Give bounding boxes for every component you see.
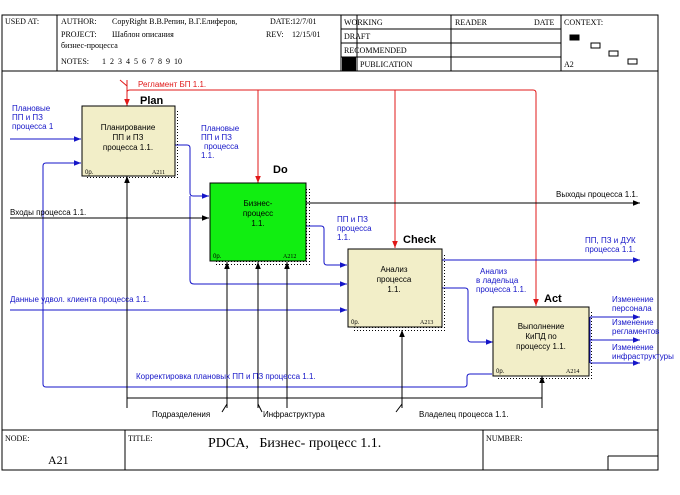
plan-in-label-1: Плановые bbox=[12, 104, 51, 113]
box-plan-label-1: Планирование bbox=[101, 123, 156, 132]
box-plan-cost: 0р. bbox=[85, 170, 94, 176]
box-act-cost: 0р. bbox=[496, 369, 505, 375]
box-act-node: A214 bbox=[566, 369, 579, 375]
box-do-label-1: Бизнес- bbox=[244, 199, 273, 208]
reader-date-label: DATE bbox=[534, 18, 555, 27]
plan-out-label-2: ПП и ПЗ bbox=[201, 133, 232, 142]
publication-marker bbox=[342, 57, 356, 71]
reglament-arrow bbox=[119, 79, 539, 306]
box-check-cost: 0р. bbox=[351, 320, 360, 326]
plan-in-label-2: ПП и ПЗ bbox=[12, 113, 43, 122]
box-check-title: Check bbox=[403, 234, 437, 246]
box-act[interactable]: Act Выполнение КиПД по процессу 1.1. 0р.… bbox=[492, 293, 594, 381]
box-act-label-3: процессу 1.1. bbox=[516, 342, 566, 351]
check-act-label-2: в ладельца bbox=[476, 276, 519, 285]
box-plan-body bbox=[81, 105, 176, 177]
status-recommended: RECOMMENDED bbox=[344, 46, 407, 55]
box-check-node: A213 bbox=[420, 320, 433, 326]
reglament-label: Регламент БП 1.1. bbox=[138, 80, 206, 89]
box-plan-label-3: процесса 1.1. bbox=[103, 143, 153, 152]
client-data-label: Данные удвол. клиента процесса 1.1. bbox=[10, 295, 149, 304]
box-act-body bbox=[492, 306, 590, 377]
box-do-body bbox=[209, 182, 307, 262]
act-out2-label-1: Изменение bbox=[612, 318, 654, 327]
act-out1-label-2: персонала bbox=[612, 304, 652, 313]
context-label: CONTEXT: bbox=[564, 18, 603, 27]
box-check-label-3: 1.1. bbox=[387, 285, 400, 294]
footer-title-label: TITLE: bbox=[128, 434, 152, 443]
box-check[interactable]: Check Анализ процесса 1.1. 0р. A213 bbox=[347, 234, 446, 331]
plan-out-label-3: процесса bbox=[204, 142, 239, 151]
do-out-label-1: ПП и ПЗ bbox=[337, 215, 368, 224]
plan-out-label-4: 1.1. bbox=[201, 151, 214, 160]
box-do-cost: 0р. bbox=[213, 254, 222, 260]
footer-frame bbox=[1, 429, 659, 471]
status-draft: DRAFT bbox=[344, 32, 370, 41]
act-out3-label-2: инфраструктуры bbox=[612, 352, 674, 361]
date-value: 12/7/01 bbox=[292, 17, 316, 26]
context-node: A2 bbox=[564, 60, 574, 69]
blue-arrows bbox=[10, 136, 640, 388]
footer-title-value: PDCA, Бизнес- процесс 1.1. bbox=[208, 436, 381, 451]
box-act-label-2: КиПД по bbox=[525, 332, 557, 341]
project-value-line2: бизнес-процесса bbox=[61, 41, 118, 50]
owner-label: Владелец процесса 1.1. bbox=[419, 410, 508, 419]
used-at-label: USED AT: bbox=[5, 17, 39, 26]
box-plan-node: A211 bbox=[152, 170, 165, 176]
footer-node-value: A21 bbox=[48, 453, 69, 467]
date-label: DATE: bbox=[270, 17, 293, 26]
status-publication: PUBLICATION bbox=[360, 60, 413, 69]
notes-label: NOTES: bbox=[61, 57, 89, 66]
box-do-node: A212 bbox=[283, 254, 296, 260]
outputs-label: Выходы процесса 1.1. bbox=[556, 190, 638, 199]
notes-numbers: 1 2 3 4 5 6 7 8 9 10 bbox=[102, 57, 182, 66]
box-act-title: Act bbox=[544, 293, 562, 305]
box-do-label-2: процесс bbox=[243, 209, 273, 218]
rev-label: REV: bbox=[266, 30, 284, 39]
author-value: CopyRight В.В.Репин, В.Г.Елиферов, bbox=[112, 17, 237, 26]
act-out3-label-1: Изменение bbox=[612, 343, 654, 352]
box-check-label-2: процесса bbox=[377, 275, 412, 284]
plan-in-label-3: процесса 1 bbox=[12, 122, 54, 131]
box-do-label-3: 1.1. bbox=[251, 219, 264, 228]
box-plan-label-2: ПП и ПЗ bbox=[113, 133, 144, 142]
check-out-label-2: процесса 1.1. bbox=[585, 245, 635, 254]
author-label: AUTHOR: bbox=[61, 17, 97, 26]
infra-label: Инфраструктура bbox=[263, 410, 325, 419]
black-arrows bbox=[10, 176, 640, 413]
check-act-label-3: процесса 1.1. bbox=[476, 285, 526, 294]
inputs-label: Входы процесса 1.1. bbox=[10, 208, 86, 217]
box-do-title: Do bbox=[273, 164, 288, 176]
do-out-label-3: 1.1. bbox=[337, 233, 350, 242]
rev-value: 12/15/01 bbox=[292, 30, 320, 39]
context-thumbnail bbox=[569, 34, 638, 65]
box-plan-title: Plan bbox=[140, 95, 164, 107]
box-act-label-1: Выполнение bbox=[518, 322, 565, 331]
footer-number-label: NUMBER: bbox=[486, 434, 522, 443]
correction-label: Корректировка плановых ПП и ПЗ процесса … bbox=[136, 372, 316, 381]
plan-out-label-1: Плановые bbox=[201, 124, 240, 133]
status-working: WORKING bbox=[344, 18, 383, 27]
check-out-label-1: ПП, ПЗ и ДУК bbox=[585, 236, 636, 245]
box-plan[interactable]: Plan Планирование ПП и ПЗ процесса 1.1. … bbox=[81, 95, 178, 180]
divisions-label: Подразделения bbox=[152, 410, 210, 419]
box-check-label-1: Анализ bbox=[380, 265, 407, 274]
act-out1-label-1: Изменение bbox=[612, 295, 654, 304]
reader-label: READER bbox=[455, 18, 488, 27]
project-label: PROJECT: bbox=[61, 30, 97, 39]
footer-node-label: NODE: bbox=[5, 434, 29, 443]
box-check-body bbox=[347, 248, 443, 328]
check-act-label-1: Анализ bbox=[480, 267, 507, 276]
box-do[interactable]: Do Бизнес- процесс 1.1. 0р. A212 bbox=[209, 164, 310, 266]
project-value: Шаблон описания bbox=[112, 30, 174, 39]
do-out-label-2: процесса bbox=[337, 224, 372, 233]
act-out2-label-2: регламентов bbox=[612, 327, 659, 336]
